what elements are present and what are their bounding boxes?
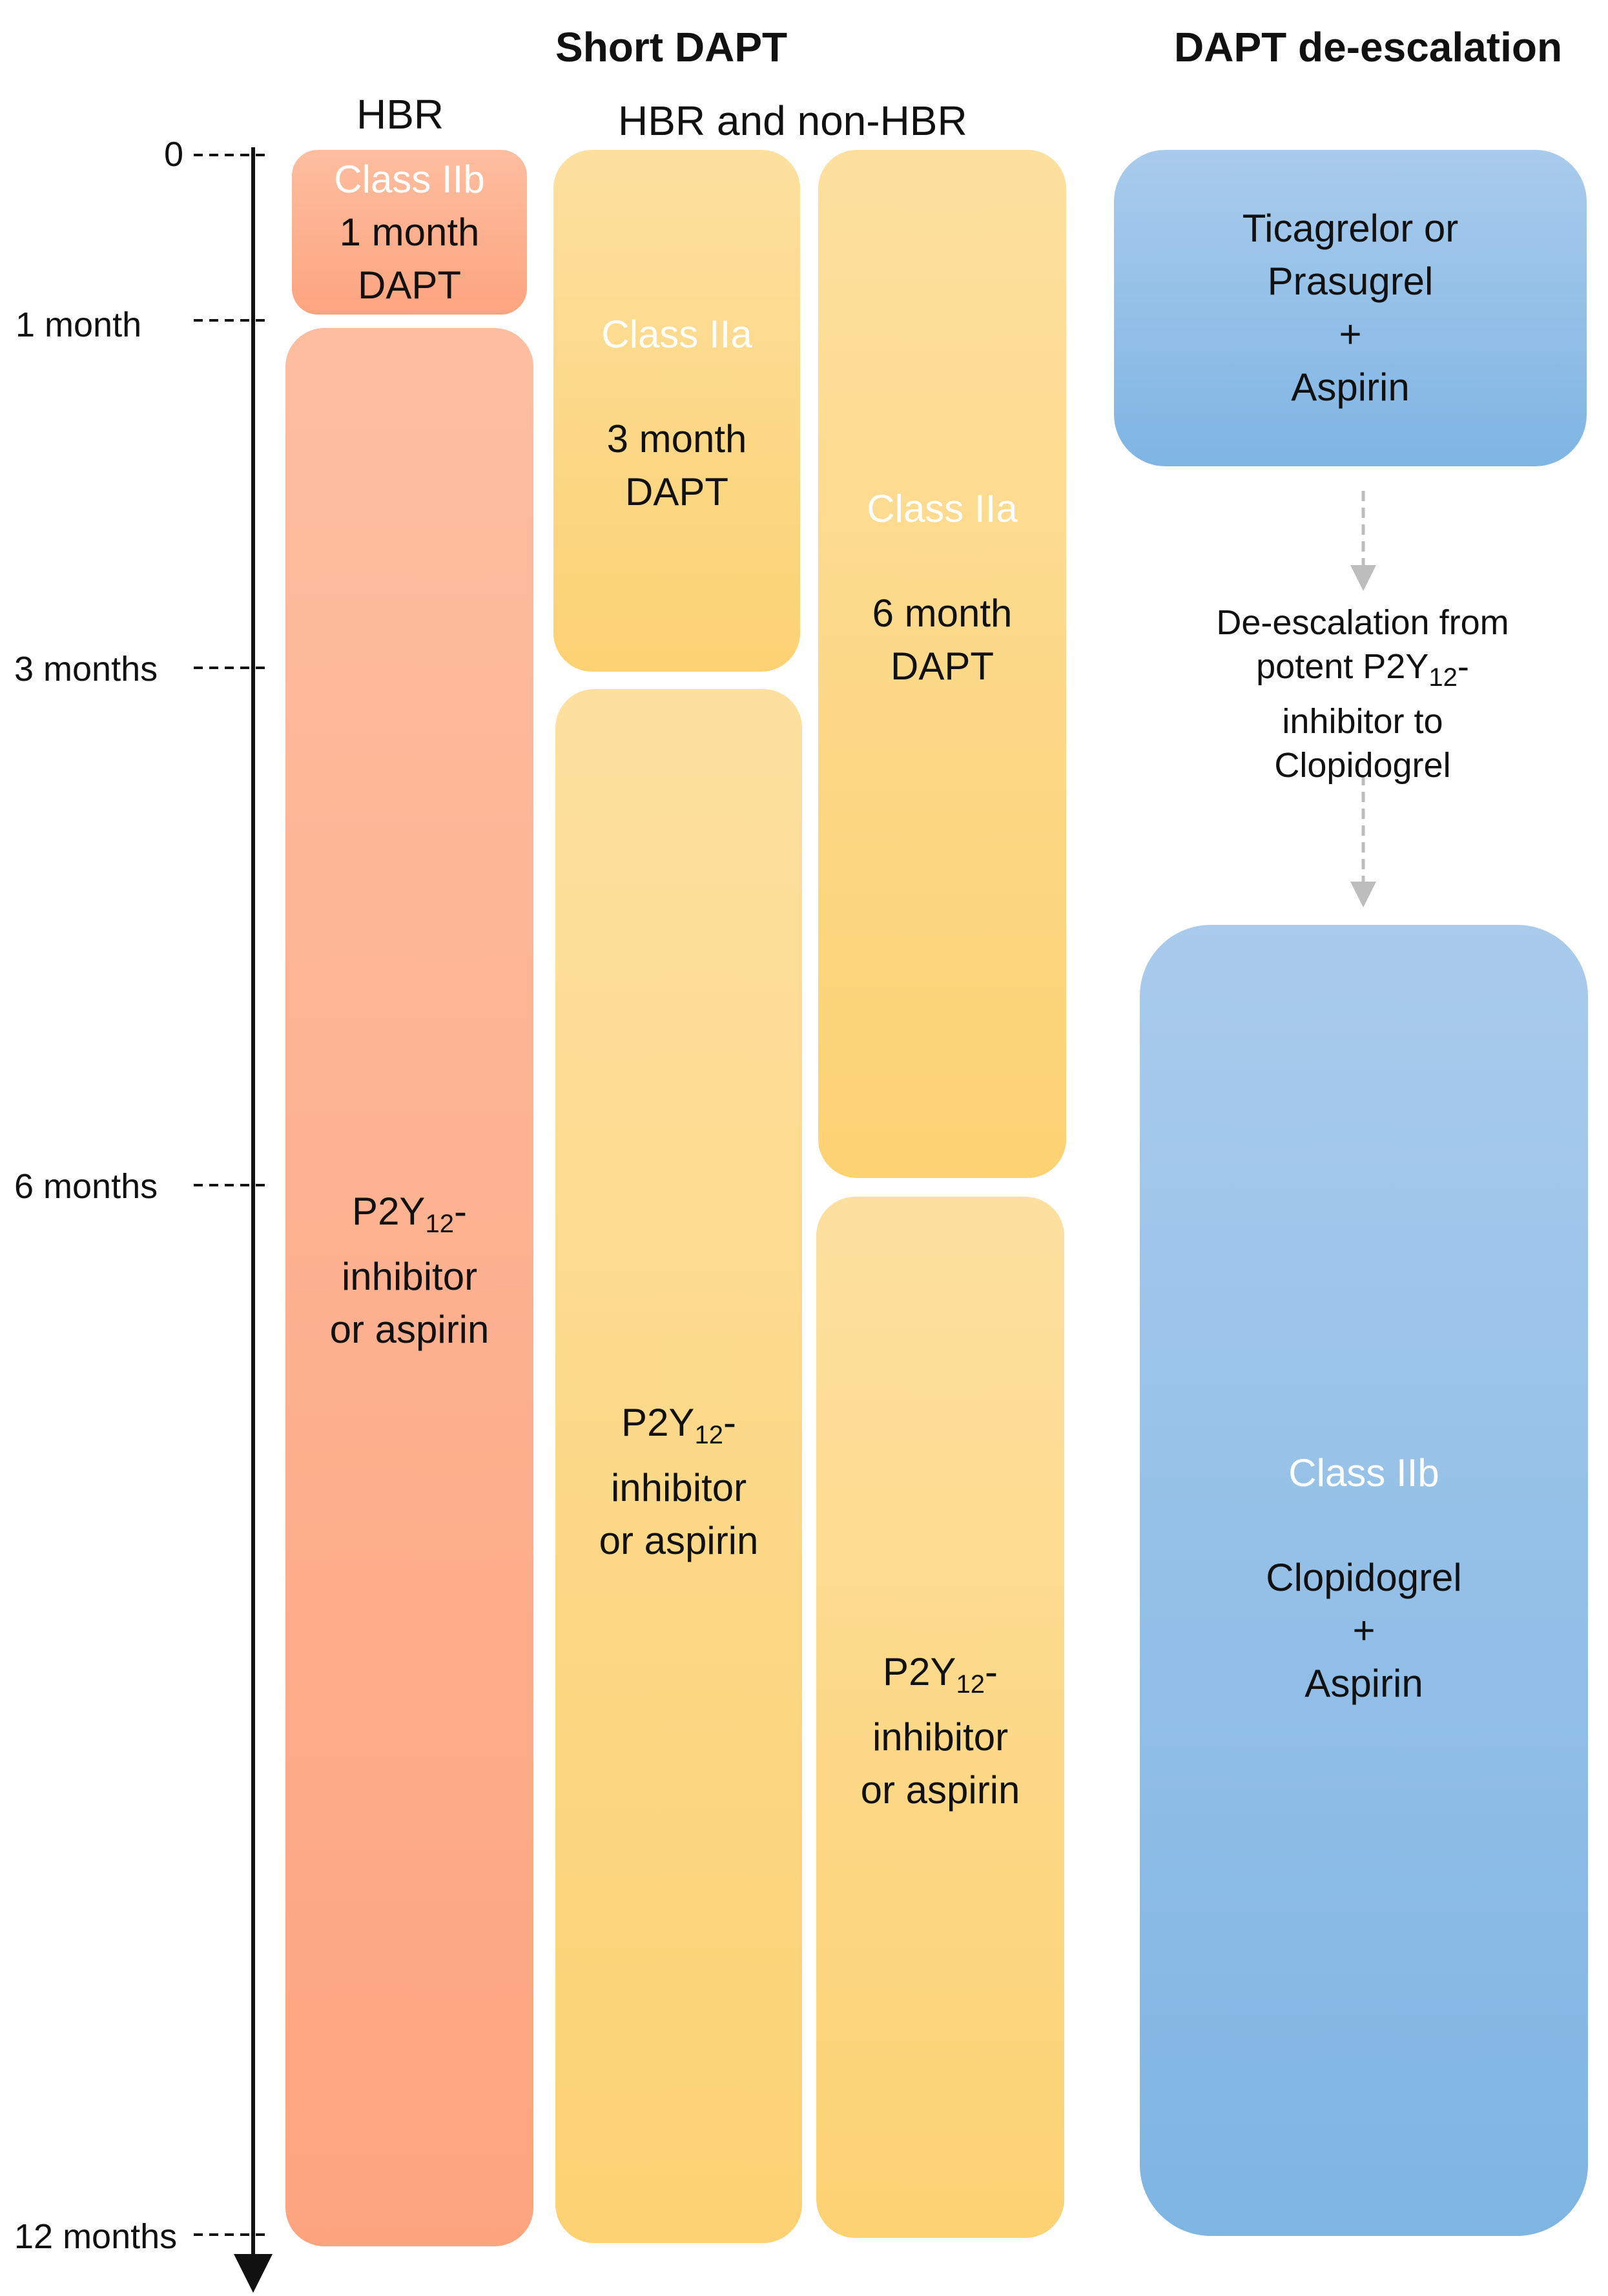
box-potent-dapt: Ticagrelor or Prasugrel + Aspirin [1114,150,1587,466]
deescalation-note: De-escalation from potent P2Y12- inhibit… [1182,601,1543,787]
heading-short-dapt: Short DAPT [555,24,788,70]
tick-label-1-month: 1 month [15,305,142,344]
box-text-line: inhibitor [872,1715,1009,1759]
box-text-line: 3 month [606,417,747,460]
box-text-line: Aspirin [1291,366,1410,409]
box-text-line: DAPT [357,263,462,307]
box-monotherapy-after-6-months: P2Y12- inhibitor or aspirin [816,1197,1064,2238]
box-text-line: or aspirin [860,1768,1020,1812]
class-label: Class IIa [601,313,752,356]
box-hbr-1-month-dapt: Class IIb 1 month DAPT [292,150,527,315]
box-text-line: DAPT [624,470,729,513]
box-text-line: P2Y12- [352,1190,467,1238]
heading-hbr: HBR [356,91,444,138]
box-text-line: 1 month [339,210,480,254]
heading-dapt-deescalation: DAPT de-escalation [1174,24,1563,70]
box-text-line: or aspirin [329,1308,490,1351]
box-text-line: Aspirin [1304,1662,1423,1705]
box-text-line: P2Y12- [883,1650,998,1699]
tick-label-6-months: 6 months [14,1167,158,1206]
tick-label-3-months: 3 months [14,650,158,688]
box-hbr-monotherapy: P2Y12- inhibitor or aspirin [285,328,533,2246]
box-text-line: DAPT [890,645,995,688]
box-text-line: Clopidogrel [1266,1556,1462,1599]
note-line: inhibitor to [1282,702,1443,741]
class-label: Class IIb [334,157,485,201]
box-text-line: + [1339,313,1362,356]
tick-label-12-months: 12 months [14,2217,178,2256]
box-text-line: P2Y12- [621,1401,736,1449]
box-3-month-dapt: Class IIa 3 month DAPT [553,150,800,672]
note-line: potent P2Y12- [1256,647,1469,692]
note-line: Clopidogrel [1274,746,1451,785]
box-text-line: or aspirin [599,1519,759,1562]
box-text-line: inhibitor [610,1466,747,1509]
tick-label-0: 0 [164,135,184,174]
box-text-line: + [1352,1609,1376,1652]
box-text-line: Ticagrelor or [1242,207,1459,250]
box-text-line: 6 month [872,592,1013,635]
box-monotherapy-after-3-months: P2Y12- inhibitor or aspirin [555,689,802,2243]
class-label: Class IIa [867,487,1018,530]
class-label: Class IIb [1288,1451,1439,1494]
box-text-line: Prasugrel [1267,260,1434,303]
box-clopidogrel-dapt: Class IIb Clopidogrel + Aspirin [1140,925,1588,2236]
note-line: De-escalation from [1216,603,1509,642]
box-6-month-dapt: Class IIa 6 month DAPT [818,150,1066,1178]
heading-hbr-and-non-hbr: HBR and non-HBR [618,98,967,144]
box-text-line: inhibitor [341,1255,478,1298]
